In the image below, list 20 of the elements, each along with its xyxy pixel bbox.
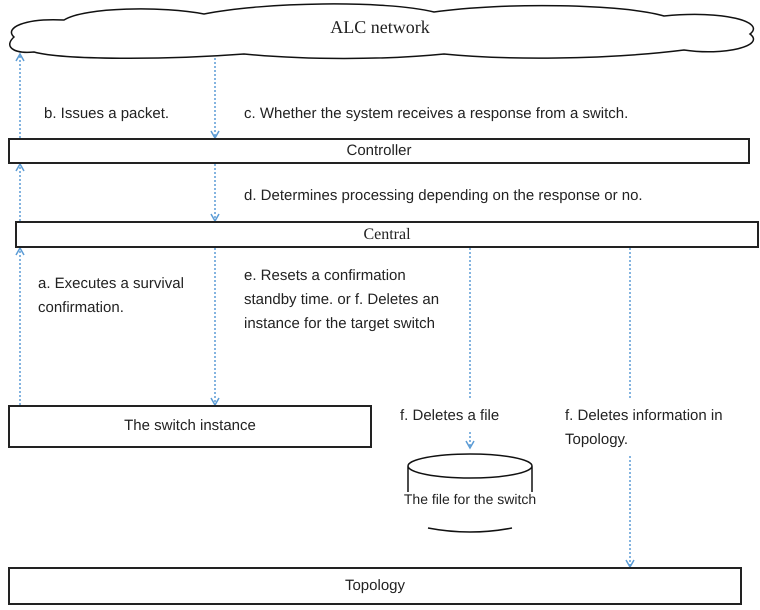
dotted-arrow (15, 53, 25, 138)
edge-label: d. Determines processing depending on the response or no. (244, 186, 644, 206)
dotted-arrow (15, 247, 25, 405)
node-label: The switch instance (124, 417, 256, 436)
node-label: Central (363, 224, 411, 244)
process-box (8, 138, 750, 164)
dotted-arrow (210, 164, 220, 222)
node-label: Topology (344, 576, 406, 596)
process-box (8, 567, 742, 605)
node-label: The file for the switch (404, 490, 536, 508)
edge-label: b. Issues a packet. (44, 104, 170, 124)
process-box (8, 405, 372, 448)
node-label: ALC network (330, 16, 430, 38)
dotted-arrow (15, 163, 25, 221)
node-label: Controller (346, 142, 412, 160)
dotted-arrow (210, 248, 220, 406)
process-box (15, 221, 759, 248)
edge-label: a. Executes a survival confirmation. (38, 274, 185, 318)
edge-label: c. Whether the system receives a response from a switch. (244, 104, 630, 124)
edge-label: e. Resets a confirmation standby time. or f. Deletes an instance for the target switch (244, 266, 440, 334)
